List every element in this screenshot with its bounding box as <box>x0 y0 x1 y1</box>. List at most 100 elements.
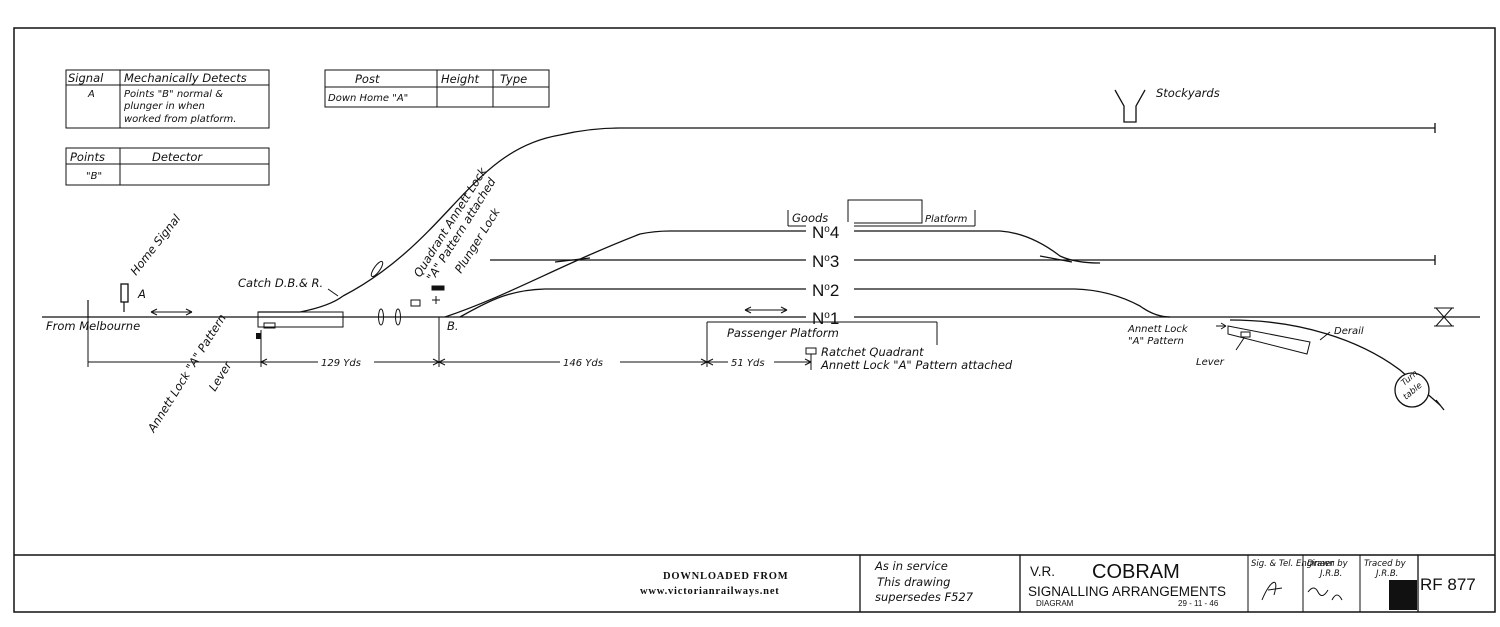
crossover-right <box>1039 255 1073 263</box>
catch-box <box>257 311 344 328</box>
annett-lock-icon <box>256 333 261 339</box>
table-header-detects: Mechanically Detects <box>124 71 247 85</box>
track-label-no3: No3 <box>812 252 839 271</box>
point-symbol-icon <box>370 260 384 278</box>
points-detector-table: Points Detector "B" <box>65 147 270 186</box>
distance-label-51: 51 Yds <box>731 358 765 369</box>
drawn-by-initials: J.R.B. <box>1318 569 1342 579</box>
annett-arrow-icon <box>1216 322 1227 330</box>
goods-platform-label: Platform <box>925 214 968 225</box>
goods-label: Goods <box>792 211 828 225</box>
title-block <box>859 555 1419 612</box>
annett-lock-right-label-2: "A" Pattern <box>1128 336 1184 347</box>
track-ordinal-icon: o <box>824 310 830 321</box>
table-header-detector: Detector <box>152 150 203 164</box>
station-name: COBRAM <box>1092 561 1180 583</box>
goods-shed <box>847 199 923 224</box>
derail-box <box>1227 325 1311 355</box>
track-no2 <box>459 288 1171 318</box>
point-rodding-symbols <box>370 260 445 327</box>
track-label-no2: No2 <box>812 281 839 300</box>
track-ordinal-icon: o <box>824 224 830 235</box>
engineer-label: Sig. & Tel. Engineer <box>1251 559 1334 569</box>
lever-right-icon <box>1240 331 1251 338</box>
point-symbol-icon <box>395 308 401 326</box>
home-signal: A Home Signal <box>87 211 193 318</box>
table-cell-points: "B" <box>86 171 102 182</box>
track-number: 2 <box>830 281 839 300</box>
quadrant-lock-icon <box>410 299 421 307</box>
table-cell-post: Down Home "A" <box>328 93 408 104</box>
ratchet-quadrant-label-2: Annett Lock "A" Pattern attached <box>820 358 1013 372</box>
derail-label: Derail <box>1334 326 1364 337</box>
track-layout <box>42 123 1480 411</box>
catch-arrow-icon <box>327 288 339 297</box>
table-header-points: Points <box>70 150 105 164</box>
vr-label: V.R. <box>1030 564 1055 579</box>
lever-left-label: Lever <box>206 358 236 394</box>
track-number: 1 <box>830 309 839 328</box>
ratchet-quadrant-icon <box>805 347 817 355</box>
lever-icon <box>263 322 276 329</box>
turntable-line <box>1229 319 1441 406</box>
end-buffer-icon <box>1434 307 1454 327</box>
engineer-signature <box>1261 582 1283 601</box>
drawing-date: 29 - 11 - 46 <box>1178 599 1219 608</box>
home-signal-label: Home Signal <box>127 211 183 278</box>
points-b-label: B. <box>447 319 459 333</box>
drawing-subtitle: SIGNALLING ARRANGEMENTS <box>1028 584 1226 599</box>
downloaded-from-label: DOWNLOADED FROM <box>663 571 788 582</box>
supersedes-label: supersedes F527 <box>875 590 974 604</box>
track-number: 4 <box>830 223 839 242</box>
stockyards-line <box>342 127 1435 297</box>
signal-a-label: A <box>137 287 146 301</box>
ratchet-quadrant-label: Ratchet Quadrant <box>821 345 924 359</box>
track-prefix: N <box>812 223 824 242</box>
traced-by-label: Traced by <box>1364 559 1407 569</box>
drawing-number: RF 877 <box>1420 575 1476 594</box>
distance-label-129: 129 Yds <box>321 358 361 369</box>
track-label-no4: No4 <box>812 223 839 242</box>
table-header-post: Post <box>355 72 380 86</box>
table-cell-detects-line1: Points "B" normal & <box>124 89 223 100</box>
catch-label: Catch D.B.& R. <box>238 276 323 290</box>
track-ordinal-icon: o <box>824 253 830 264</box>
track-prefix: N <box>812 281 824 300</box>
track-number: 3 <box>830 252 839 271</box>
this-drawing-label: This drawing <box>877 575 950 589</box>
table-cell-signal: A <box>87 89 95 100</box>
stockyards-icon <box>1114 89 1146 123</box>
track-ordinal-icon: o <box>824 282 830 293</box>
stamp-block <box>1389 580 1417 610</box>
from-melbourne-label: From Melbourne <box>46 319 140 333</box>
derail-arrow-icon <box>1319 331 1331 341</box>
track-no4 <box>444 230 1101 318</box>
dimension-line <box>87 318 812 370</box>
traced-by-initials: J.R.B. <box>1374 569 1398 579</box>
annett-lock-right-label: Annett Lock <box>1127 324 1189 335</box>
checker-signature <box>1307 587 1343 601</box>
track-label-no1: No1 <box>812 309 839 328</box>
quadrant-lock-label: Quadrant Annett Lock <box>411 164 491 280</box>
plunger-lock-icon <box>431 285 445 291</box>
post-table: Post Height Type Down Home "A" <box>324 69 550 108</box>
turntable-icon <box>1394 372 1430 408</box>
table-cell-detects-line3: worked from platform. <box>124 114 236 125</box>
track-numbers: No4 No3 No2 No1 <box>806 222 854 328</box>
lever-right-label: Lever <box>1196 357 1225 368</box>
turntable-stop <box>1435 399 1445 411</box>
sheet-border <box>13 27 1496 613</box>
home-signal-icon <box>120 283 129 303</box>
table-cell-detects-line2: plunger in when <box>123 101 205 112</box>
table-header-height: Height <box>441 72 480 86</box>
track-prefix: N <box>812 252 824 271</box>
as-in-service-label: As in service <box>874 559 948 573</box>
crossover-left <box>554 257 591 263</box>
passenger-platform-label: Passenger Platform <box>727 326 839 340</box>
passenger-platform: Passenger Platform <box>706 306 938 345</box>
point-symbol-icon <box>378 308 384 326</box>
stockyards-label: Stockyards <box>1156 86 1220 100</box>
diagram-label: DIAGRAM <box>1036 599 1074 608</box>
